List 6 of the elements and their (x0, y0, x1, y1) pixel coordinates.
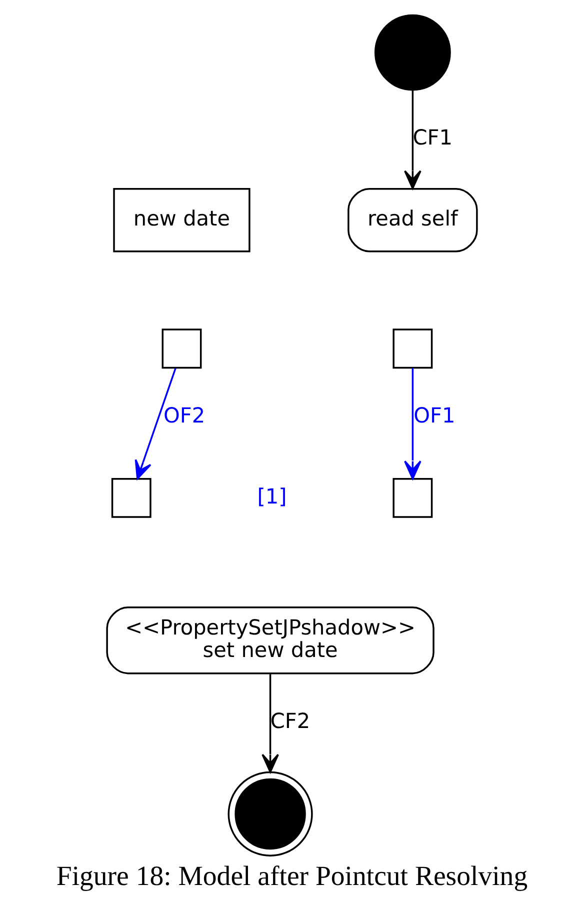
edge-label: OF1 (414, 404, 456, 428)
edge-label: CF1 (412, 126, 453, 150)
caption: Figure 18: Model after Pointcut Resolving (56, 860, 528, 892)
edge-label: OF2 (164, 404, 206, 428)
edge-label: CF2 (270, 709, 310, 734)
label: [1] (257, 484, 287, 508)
